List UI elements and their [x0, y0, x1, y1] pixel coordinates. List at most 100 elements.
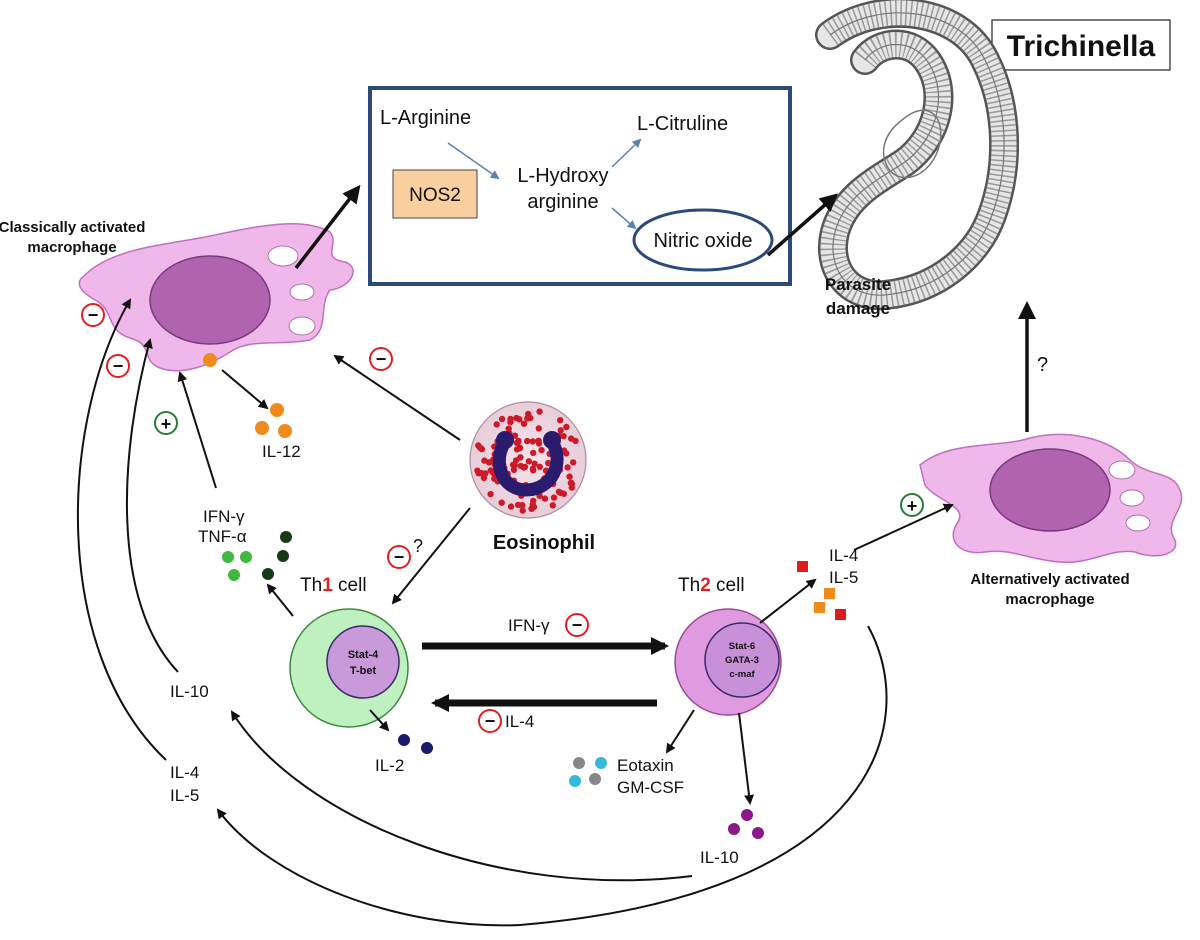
eosinophil-granule [531, 460, 538, 467]
eosinophil-granule [536, 408, 543, 415]
eosinophil-granule [520, 420, 528, 427]
arrow-hydroxy-to-no [611, 207, 637, 230]
arrow-macrophage-to-no-pathway [294, 184, 361, 270]
eosinophil-granule [529, 465, 537, 472]
eosinophil-granule [555, 488, 563, 495]
question-mark-eosinophil: ? [413, 536, 423, 556]
gm-csf-label: GM-CSF [617, 778, 684, 797]
eosinophil-granule [550, 494, 558, 501]
th1-nucleus [326, 625, 400, 699]
classical-macrophage-label-line1: Classically activated [0, 219, 145, 236]
minus-sign-ifn-gamma: − [565, 613, 589, 637]
il10-left-label: IL-10 [170, 682, 209, 701]
arrow-eosinophil-to-th1 [391, 507, 471, 605]
il12-label: IL-12 [262, 442, 301, 461]
eosinophil-granule [560, 490, 568, 497]
eosinophil-granule [566, 473, 573, 480]
eosinophil-granule [513, 446, 521, 453]
classical-macrophage-label-line2: macrophage [27, 239, 116, 256]
th2-tf-stat6: Stat-6 [729, 641, 755, 652]
title: Trichinella [1007, 30, 1156, 63]
arrow-ifn-to-macrophage [177, 371, 217, 489]
l-hydroxy-label-line1: L-Hydroxy [517, 165, 608, 187]
tnf-alpha-label: TNF-α [198, 527, 247, 546]
arrow-il4-to-macrophage [76, 298, 167, 761]
il5-right-label: IL-5 [829, 568, 858, 587]
question-mark-parasite: ? [1037, 354, 1048, 376]
ifn-gamma-label: IFN-γ [203, 507, 245, 526]
il12-dots [203, 353, 292, 438]
eosinophil-granule [507, 415, 514, 423]
arrow-th2-to-eotaxin [665, 709, 695, 754]
eosinophil-granule [541, 495, 549, 502]
eosinophil-granule [511, 462, 518, 469]
eosinophil-granule [498, 499, 505, 506]
arrow-th1-to-ifn [266, 583, 294, 617]
eosinophil-granule [568, 435, 575, 442]
eosinophil-granule [505, 425, 512, 432]
th1-tf-stat4: Stat-4 [348, 649, 379, 661]
th1-label: Th1 cell [300, 575, 367, 596]
eosinophil-granule [563, 423, 570, 431]
minus-sign-eosinophil: − [369, 347, 393, 371]
arrow-no-to-parasite [766, 193, 839, 257]
eosinophil-granule [570, 459, 577, 466]
eosinophil-granule [517, 462, 524, 470]
eosinophil-granule [515, 437, 522, 445]
svg-text:−: − [88, 305, 99, 325]
eotaxin-dots [569, 757, 607, 787]
eosinophil-granule [475, 442, 482, 449]
eosinophil-granule [529, 438, 536, 445]
arrow-il10-bottom-to-il10-left [230, 710, 693, 882]
nitric-oxide-label: Nitric oxide [654, 230, 753, 252]
eosinophil-granule [493, 421, 500, 428]
eotaxin-label: Eotaxin [617, 756, 674, 775]
plus-sign-alt-macrophage: + [900, 493, 924, 517]
arrow-il10-to-macrophage [125, 338, 179, 673]
eosinophil-granule [498, 415, 506, 423]
il2-dots [398, 734, 433, 754]
arrow-th1-to-il2 [369, 709, 390, 732]
eosinophil-granule [568, 484, 575, 491]
il4-right-label: IL-4 [829, 546, 858, 565]
th2-tf-cmaf: c-maf [729, 669, 755, 680]
minus-sign-eosinophil-th1: − [387, 545, 411, 569]
trichinella-worm-illustration [815, 0, 1020, 311]
eosinophil-granule [557, 417, 564, 424]
eosinophil-granule [507, 503, 515, 510]
svg-text:−: − [394, 547, 405, 567]
svg-text:+: + [907, 496, 918, 516]
eosinophil-granule [557, 427, 564, 434]
eosinophil-granule [481, 457, 488, 464]
eosinophil-granule [487, 490, 494, 498]
svg-text:+: + [161, 414, 172, 434]
eosinophil-label: Eosinophil [493, 532, 595, 554]
l-arginine-label: L-Arginine [380, 107, 471, 129]
eosinophil-granule [545, 459, 552, 467]
alternative-macrophage-label-line1: Alternatively activated [970, 571, 1129, 588]
eosinophil-granule [519, 502, 526, 509]
th2-nucleus [704, 622, 780, 698]
eosinophil-granule [535, 425, 542, 432]
eosinophil-granule [530, 497, 537, 505]
nitric-oxide-ellipse [632, 208, 774, 272]
plus-sign-ifn: + [154, 411, 178, 435]
eosinophil-granule [512, 457, 520, 464]
arrow-th2-to-il10 [738, 712, 754, 805]
th1-to-th2-ifn-label: IFN-γ [508, 616, 550, 635]
eosinophil-granule [564, 464, 571, 471]
eosinophil-granule [538, 446, 545, 454]
minus-sign-macrophage-a: − [81, 303, 105, 327]
svg-text:−: − [113, 356, 124, 376]
arrow-il4-to-alt-macrophage [853, 503, 954, 551]
il10-bottom-label: IL-10 [700, 848, 739, 867]
eosinophil-granule [530, 449, 537, 457]
arrow-eosinophil-to-macrophage [333, 354, 461, 441]
parasite-damage-line2: damage [826, 299, 890, 318]
alternative-macrophage-label-line2: macrophage [1005, 591, 1094, 608]
eosinophil-granule [560, 433, 567, 440]
eosinophil-granule [568, 479, 575, 486]
il2-label: IL-2 [375, 756, 404, 775]
